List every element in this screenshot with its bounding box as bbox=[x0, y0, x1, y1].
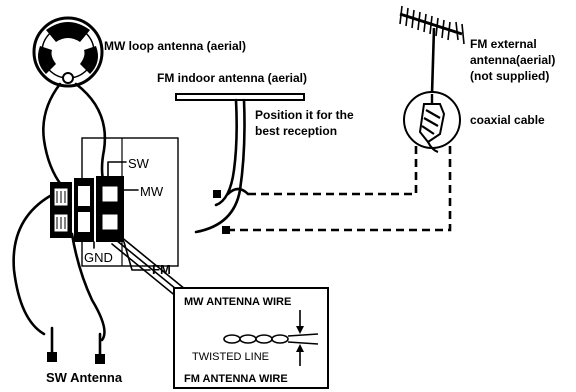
inset-twisted-label: TWISTED LINE bbox=[192, 351, 269, 363]
terminal-sw-label: SW bbox=[128, 156, 150, 171]
yagi-mast bbox=[430, 27, 436, 95]
loop-antenna-right-segment bbox=[80, 46, 98, 74]
coaxial-cable-callout bbox=[403, 91, 461, 153]
terminal-mw-label: MW bbox=[140, 184, 164, 199]
yagi-elements-icon bbox=[399, 5, 465, 45]
sw-leader bbox=[107, 161, 127, 177]
terminal-left-slot-lines bbox=[56, 191, 66, 229]
twisted-line-icon bbox=[223, 334, 289, 344]
fm-external-label-line3: (not supplied) bbox=[470, 69, 549, 83]
loop-antenna-left-segment bbox=[38, 46, 56, 74]
inset-mw-wire-label: MW ANTENNA WIRE bbox=[184, 296, 291, 308]
sw-antenna-label: SW Antenna bbox=[46, 370, 123, 385]
dipole-bar-icon bbox=[175, 93, 305, 101]
wire-end-bottom bbox=[287, 341, 319, 345]
coax-exit bbox=[427, 141, 439, 153]
terminal-right-slot-1 bbox=[101, 185, 119, 203]
mw-loop-wire-right bbox=[74, 82, 107, 186]
fm-external-label-line1: FM external bbox=[470, 37, 537, 51]
coax-dashed-run-lower bbox=[228, 146, 452, 232]
wire-detail-inset bbox=[173, 287, 329, 389]
coax-dashed-run-upper bbox=[248, 146, 418, 196]
position-hint-line2: best reception bbox=[255, 124, 337, 138]
coax-crossover-hop bbox=[226, 187, 250, 196]
fm-indoor-label: FM indoor antenna (aerial) bbox=[157, 71, 307, 85]
fm-external-label-line2: antenna(aerial) bbox=[470, 53, 555, 67]
fm-external-antenna bbox=[399, 5, 465, 95]
mw-loop-label: MW loop antenna (aerial) bbox=[104, 39, 246, 53]
sw-antenna-wire bbox=[12, 194, 106, 342]
position-hint-line1: Position it for the bbox=[255, 108, 354, 122]
sw-antenna bbox=[12, 194, 106, 364]
terminal-middle-slot-1 bbox=[78, 186, 90, 206]
loop-antenna-top-segment bbox=[46, 22, 90, 42]
terminal-gnd-label: GND bbox=[84, 250, 113, 265]
wire-end-top bbox=[287, 333, 319, 337]
sw-antenna-end-left bbox=[47, 352, 57, 362]
fm-indoor-lead-1 bbox=[214, 98, 238, 207]
fm-arrow-icon bbox=[296, 344, 304, 352]
sw-antenna-end-right bbox=[95, 354, 105, 364]
mw-loop-wire-left bbox=[42, 82, 64, 188]
mw-loop-antenna bbox=[32, 16, 104, 88]
terminal-right-slot-2 bbox=[101, 213, 119, 231]
inset-fm-wire-label: FM ANTENNA WIRE bbox=[184, 373, 288, 385]
terminal-middle-slot-2 bbox=[78, 212, 90, 232]
mw-arrow-icon bbox=[296, 326, 304, 334]
antenna-terminal-block bbox=[50, 137, 179, 271]
coax-shield-hatch bbox=[421, 109, 441, 135]
coaxial-cable-label: coaxial cable bbox=[470, 113, 545, 127]
loop-antenna-hole bbox=[62, 72, 74, 84]
coax-joint-lower bbox=[222, 226, 230, 234]
coax-joint-upper bbox=[213, 190, 221, 198]
